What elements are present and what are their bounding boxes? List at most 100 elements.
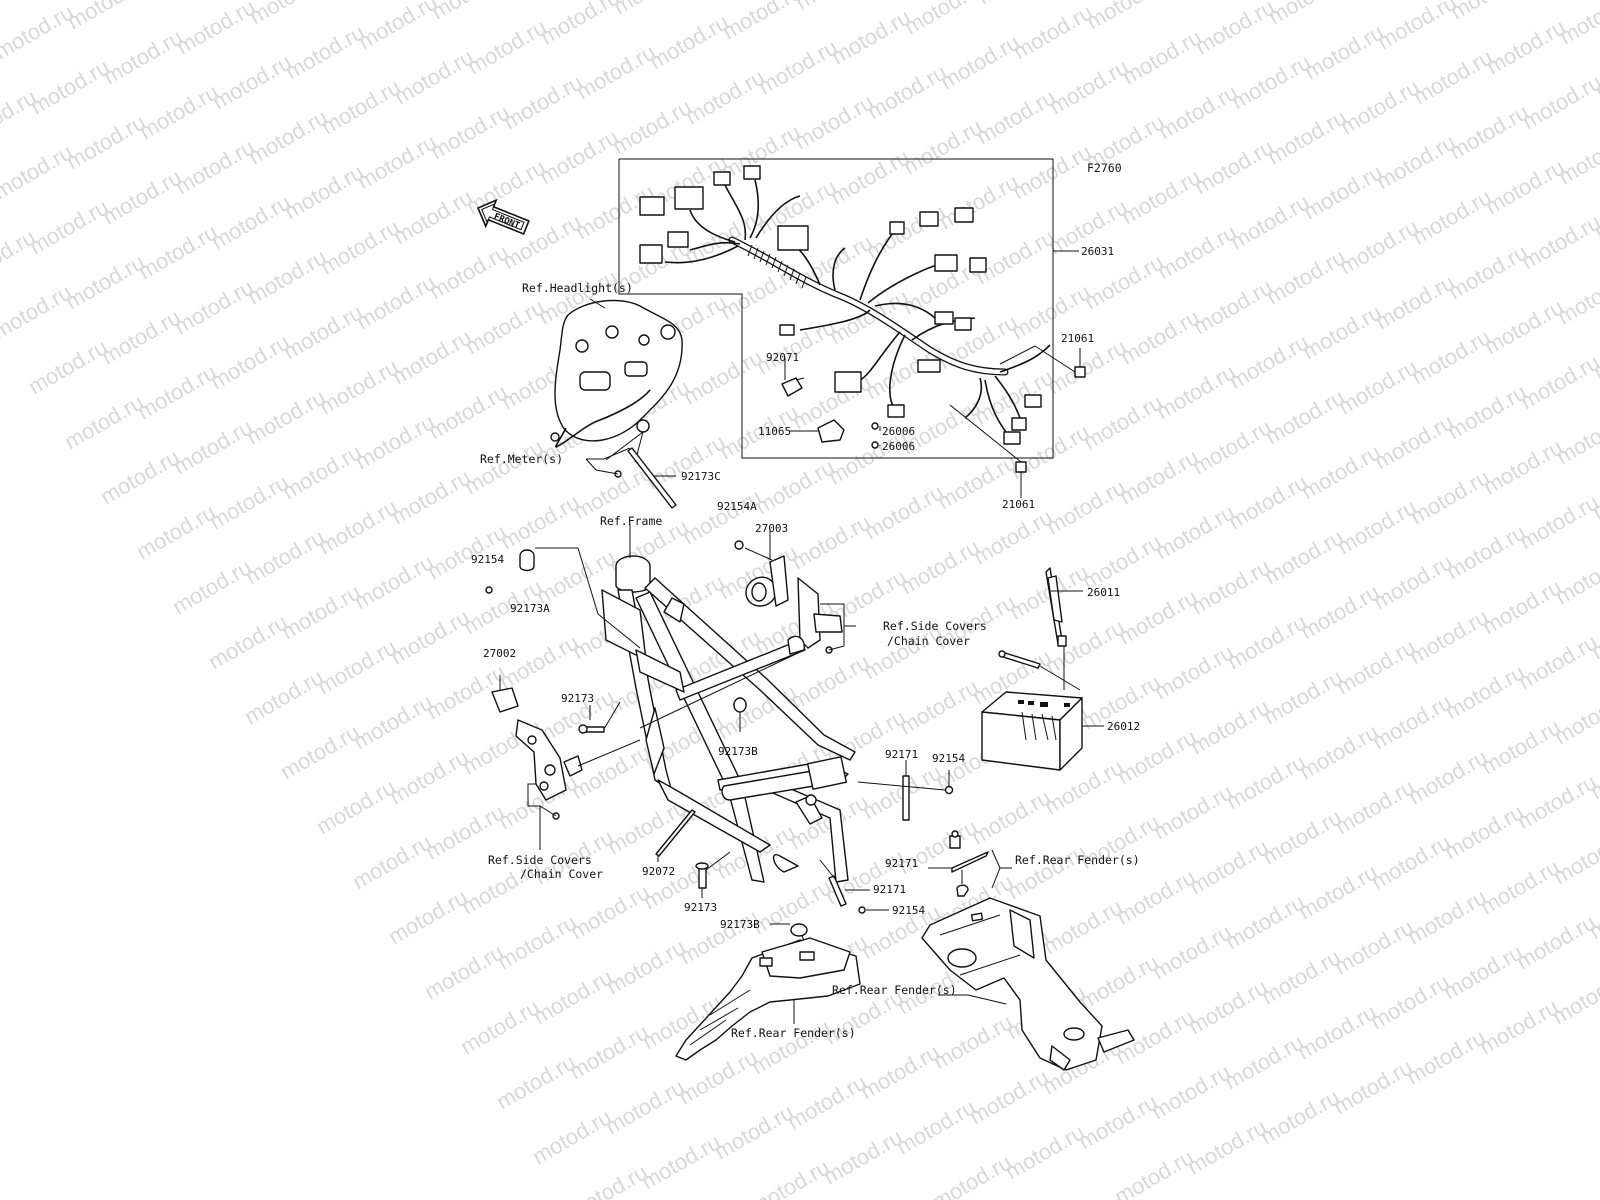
watermark-text: motod.ru bbox=[168, 554, 256, 619]
watermark-text: motod.ru bbox=[1478, 574, 1566, 639]
connector bbox=[954, 207, 974, 223]
label-92173B-low: 92173B bbox=[720, 918, 760, 931]
grommet-92173A bbox=[519, 549, 535, 572]
watermark-text: motod.ru bbox=[1553, 264, 1600, 329]
label-27003: 27003 bbox=[755, 522, 788, 535]
watermark-text: motod.ru bbox=[1003, 839, 1091, 904]
headlight-bracket-assembly bbox=[550, 298, 683, 509]
watermark-text: motod.ru bbox=[564, 1159, 652, 1200]
watermark-text: motod.ru bbox=[1549, 824, 1600, 889]
watermark-text: motod.ru bbox=[1151, 499, 1239, 564]
connector bbox=[969, 257, 987, 273]
watermark-text: motod.ru bbox=[132, 499, 220, 564]
label-92171-mid: 92171 bbox=[873, 883, 906, 896]
watermark-text: motod.ru bbox=[752, 314, 840, 379]
watermark-text: motod.ru bbox=[0, 0, 78, 64]
watermark-text: motod.ru bbox=[1260, 524, 1348, 589]
watermark-text: motod.ru bbox=[681, 64, 769, 129]
watermark-text: motod.ru bbox=[1408, 184, 1496, 249]
watermark-text: motod.ru bbox=[1147, 1059, 1235, 1124]
watermark-text: motod.ru bbox=[1373, 0, 1461, 54]
watermark-text: motod.ru bbox=[602, 934, 690, 999]
watermark-text: motod.ru bbox=[967, 784, 1055, 849]
label-26012: 26012 bbox=[1107, 720, 1140, 733]
watermark-text: motod.ru bbox=[1299, 159, 1387, 224]
watermark-text: motod.ru bbox=[426, 99, 514, 164]
label-92173B-mid: 92173B bbox=[718, 745, 758, 758]
label-92171-low: 92171 bbox=[885, 857, 918, 870]
watermark-text: motod.ru bbox=[317, 74, 405, 139]
watermark-text: motod.ru bbox=[895, 674, 983, 739]
watermark-text: motod.ru bbox=[1444, 239, 1532, 304]
watermark-text: motod.ru bbox=[965, 1064, 1053, 1129]
harness-fuse-holder bbox=[917, 359, 941, 373]
watermark-text: motod.ru bbox=[929, 1009, 1017, 1074]
watermark-text: motod.ru bbox=[972, 84, 1060, 149]
watermark-text: motod.ru bbox=[1256, 1084, 1344, 1149]
watermark-text: motod.ru bbox=[572, 39, 660, 104]
watermark-text: motod.ru bbox=[1080, 249, 1168, 314]
watermark-text: motod.ru bbox=[245, 0, 333, 29]
watermark-text: motod.ru bbox=[1548, 964, 1600, 1029]
watermark-text: motod.ru bbox=[1366, 969, 1454, 1034]
watermark-text: motod.ru bbox=[1329, 1054, 1417, 1119]
watermark-text: motod.ru bbox=[134, 219, 222, 284]
part-92071-cap bbox=[781, 377, 803, 397]
watermark-text: motod.ru bbox=[1296, 579, 1384, 644]
watermark-text: motod.ru bbox=[1402, 1024, 1490, 1089]
watermark-text: motod.ru bbox=[529, 964, 617, 1029]
connector bbox=[834, 371, 862, 393]
connector bbox=[1011, 417, 1027, 431]
watermark-text: motod.ru bbox=[26, 54, 114, 119]
watermark-text: motod.ru bbox=[1475, 994, 1563, 1059]
watermark-text: motod.ru bbox=[1336, 74, 1424, 139]
watermark-text: motod.ru bbox=[928, 1149, 1016, 1200]
watermark-text: motod.ru bbox=[277, 579, 365, 644]
label-92173C: 92173C bbox=[681, 470, 721, 483]
watermark-text: motod.ru bbox=[493, 909, 581, 974]
watermark-text: motod.ru bbox=[675, 904, 763, 969]
watermark-text: motod.ru bbox=[280, 159, 368, 224]
watermark-text: motod.ru bbox=[608, 94, 696, 159]
label-92071: 92071 bbox=[766, 351, 799, 364]
watermark-text: motod.ru bbox=[25, 194, 113, 259]
watermark-text: motod.ru bbox=[427, 0, 515, 24]
watermark-text: motod.ru bbox=[746, 1154, 834, 1200]
watermark-text: motod.ru bbox=[425, 239, 513, 304]
watermark-text: motod.ru bbox=[783, 1069, 871, 1134]
watermark-text: motod.ru bbox=[856, 1039, 944, 1104]
watermark-text: motod.ru bbox=[0, 279, 76, 344]
watermark-text: motod.ru bbox=[1257, 944, 1345, 1009]
ref-headlight: Ref.Headlight(s) bbox=[522, 281, 633, 295]
label-21061-bottom: 21061 bbox=[1002, 498, 1035, 511]
label-11065: 11065 bbox=[758, 425, 791, 438]
connector bbox=[1024, 394, 1042, 408]
label-92154-left: 92154 bbox=[471, 553, 504, 566]
watermark-text: motod.ru bbox=[462, 154, 550, 219]
clip-26006 bbox=[871, 441, 879, 449]
watermark-text: motod.ru bbox=[1187, 554, 1275, 619]
watermark-text: motod.ru bbox=[900, 0, 988, 39]
figure-code: F2760 bbox=[1087, 161, 1122, 175]
watermark-text: motod.ru bbox=[99, 24, 187, 89]
watermark-text: motod.ru bbox=[97, 304, 185, 369]
watermark-text: motod.ru bbox=[389, 184, 477, 249]
watermark-text: motod.ru bbox=[1261, 384, 1349, 449]
watermark-text: motod.ru bbox=[1225, 329, 1313, 394]
watermark-text: motod.ru bbox=[314, 494, 402, 559]
watermark-text: motod.ru bbox=[1554, 124, 1600, 189]
watermark-text: motod.ru bbox=[420, 939, 508, 1004]
watermark-text: motod.ru bbox=[1114, 584, 1202, 649]
watermark-text: motod.ru bbox=[567, 739, 655, 804]
watermark-text: motod.ru bbox=[1480, 294, 1568, 359]
connector bbox=[887, 404, 905, 418]
watermark-text: motod.ru bbox=[495, 629, 583, 694]
ref-rear-fender-right: Ref.Rear Fender(s) bbox=[1015, 853, 1140, 867]
fuse-21061 bbox=[1074, 366, 1086, 378]
watermark-text: motod.ru bbox=[242, 384, 330, 449]
watermark-text: motod.ru bbox=[312, 774, 400, 839]
watermark-text: motod.ru bbox=[281, 19, 369, 84]
part-labels: 26031 21061 21061 92071 11065 26006 2600… bbox=[471, 245, 1140, 1040]
watermark-text: motod.ru bbox=[353, 129, 441, 194]
